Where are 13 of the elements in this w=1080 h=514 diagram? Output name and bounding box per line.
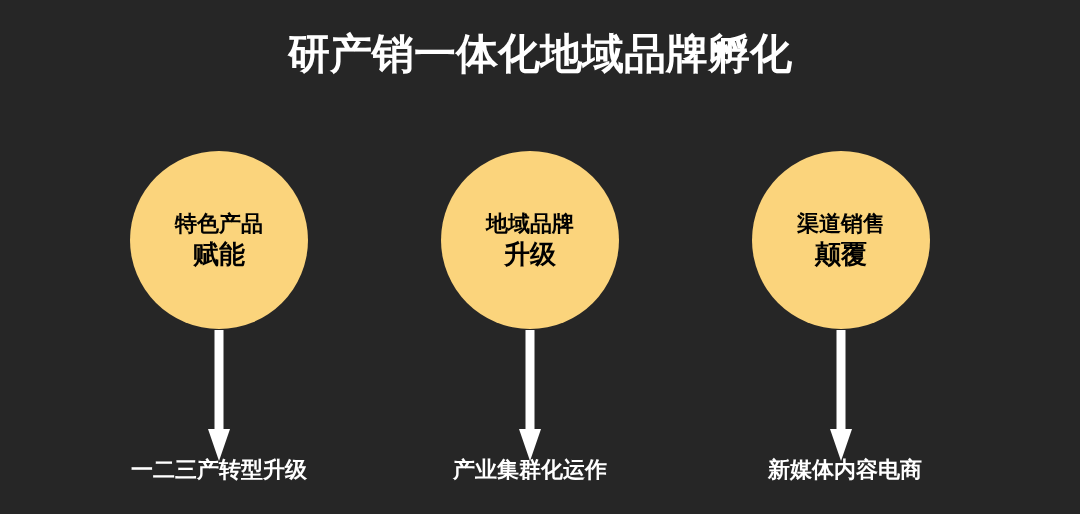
title: 研产销一体化地域品牌孵化 [288, 29, 792, 78]
circle-heading: 特色产品 [175, 210, 263, 238]
result-text: 产业集群化运作 [453, 455, 607, 485]
circle-heading: 渠道销售 [797, 210, 885, 238]
circle-heading: 地域品牌 [486, 210, 574, 238]
arrow [830, 330, 852, 461]
result-text: 一二三产转型升级 [131, 455, 307, 485]
result-text: 新媒体内容电商 [768, 455, 922, 485]
circle-subtitle: 赋能 [193, 237, 245, 270]
arrow [519, 330, 541, 461]
circle-subtitle: 升级 [504, 237, 556, 270]
arrow [208, 330, 230, 461]
circle-subtitle: 颠覆 [815, 237, 867, 270]
